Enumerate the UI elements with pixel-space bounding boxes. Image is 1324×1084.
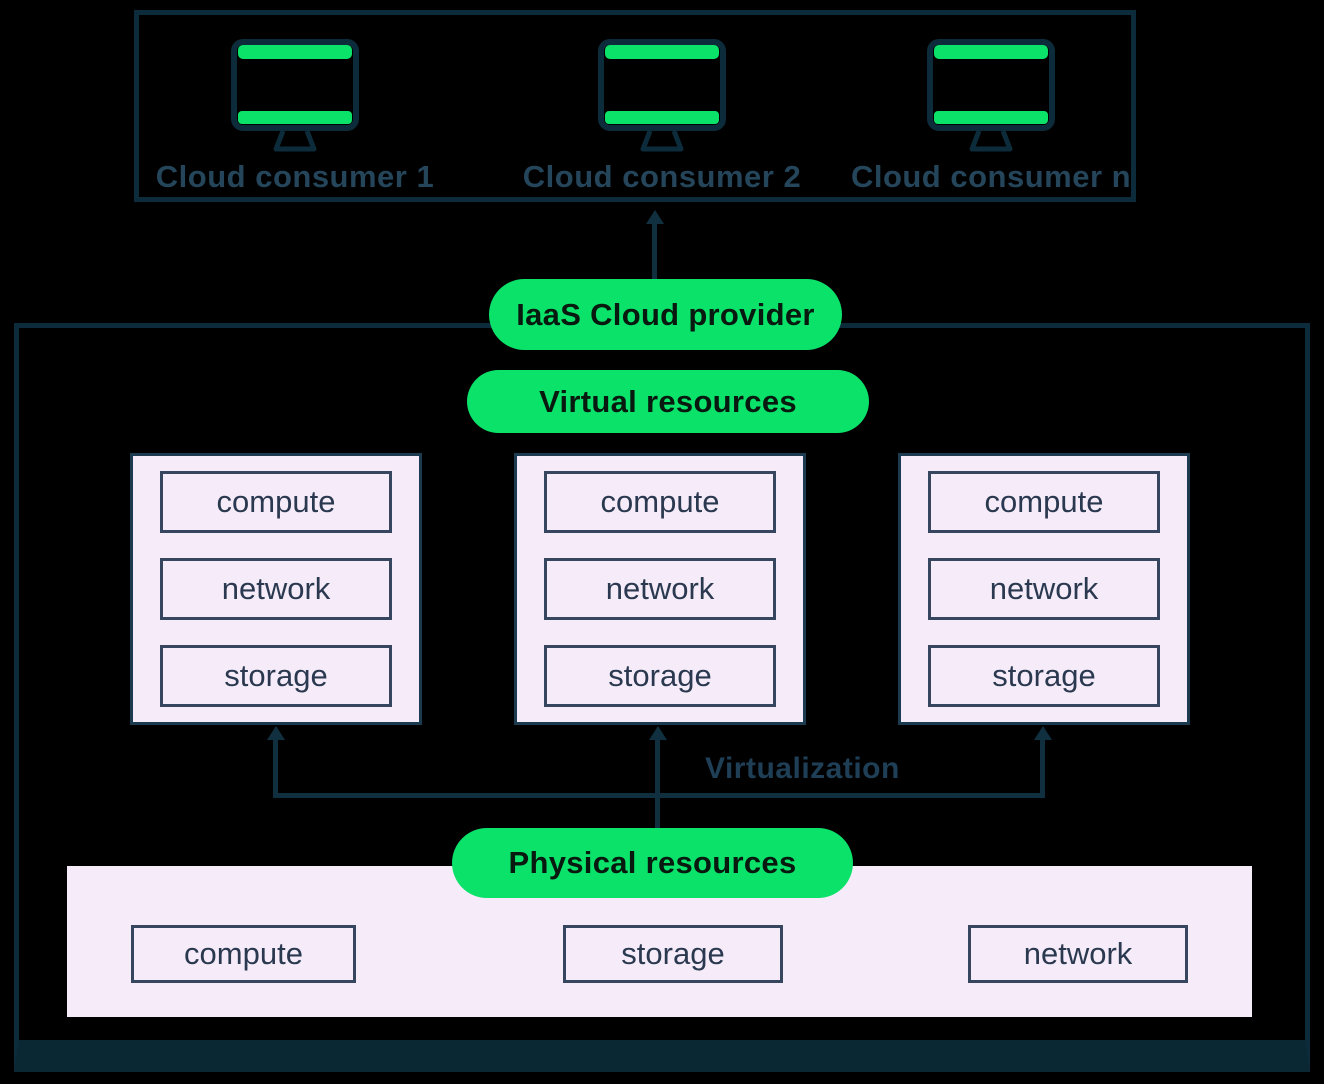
virtual-network-box: network xyxy=(928,558,1160,620)
physical-network-box: network xyxy=(968,925,1188,983)
virtual-resource-column-2: compute network storage xyxy=(514,453,806,725)
virtual-storage-box: storage xyxy=(928,645,1160,707)
connector-column-1 xyxy=(273,738,278,798)
connector-column-3 xyxy=(1040,738,1045,798)
physical-storage-box: storage xyxy=(563,925,783,983)
virtual-resource-column-1: compute network storage xyxy=(130,453,422,725)
cloud-consumer-2-label: Cloud consumer 2 xyxy=(522,159,802,194)
cloud-consumer-n: Cloud consumer n xyxy=(851,39,1131,195)
iaas-cloud-provider-pill: IaaS Cloud provider xyxy=(489,279,842,350)
cloud-consumer-2: Cloud consumer 2 xyxy=(522,39,802,195)
virtual-compute-box: compute xyxy=(928,471,1160,533)
arrowhead-up-column-1 xyxy=(267,726,285,740)
virtual-network-box: network xyxy=(544,558,776,620)
physical-compute-box: compute xyxy=(131,925,356,983)
virtual-resource-column-3: compute network storage xyxy=(898,453,1190,725)
monitor-icon xyxy=(598,39,726,152)
connector-column-2 xyxy=(655,738,660,830)
connector-consumers-provider xyxy=(652,223,657,281)
virtual-compute-box: compute xyxy=(544,471,776,533)
virtual-storage-box: storage xyxy=(160,645,392,707)
monitor-icon xyxy=(231,39,359,152)
connector-horizontal xyxy=(273,793,1045,798)
virtual-network-box: network xyxy=(160,558,392,620)
cloud-consumer-n-label: Cloud consumer n xyxy=(850,159,1132,194)
virtualization-label: Virtualization xyxy=(705,752,900,785)
virtual-resources-pill: Virtual resources xyxy=(467,370,869,433)
virtual-storage-box: storage xyxy=(544,645,776,707)
cloud-consumers-box: Cloud consumer 1 Cloud consumer 2 Cloud … xyxy=(134,10,1136,202)
cloud-consumer-1: Cloud consumer 1 xyxy=(155,39,435,195)
virtual-compute-box: compute xyxy=(160,471,392,533)
arrowhead-up-column-3 xyxy=(1034,726,1052,740)
arrowhead-up-column-2 xyxy=(649,726,667,740)
arrowhead-up-consumers xyxy=(646,210,664,224)
monitor-icon xyxy=(927,39,1055,152)
cloud-consumer-1-label: Cloud consumer 1 xyxy=(155,159,435,194)
physical-resources-pill: Physical resources xyxy=(452,828,853,898)
physical-resources-bar: compute storage network xyxy=(67,866,1252,1017)
